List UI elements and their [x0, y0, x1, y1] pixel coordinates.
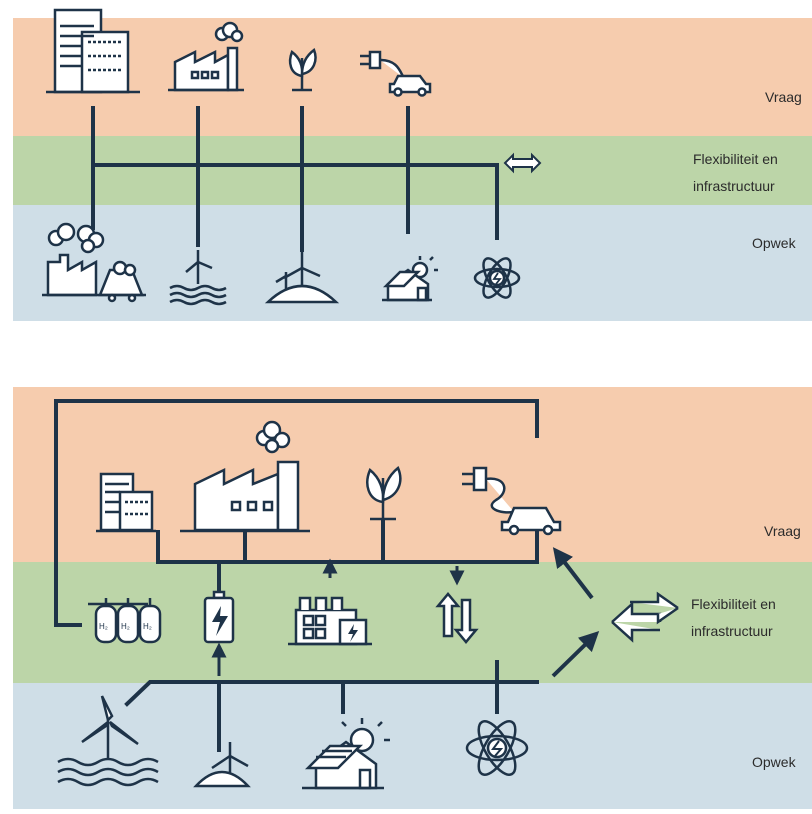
- factory-icon: [168, 21, 244, 92]
- h2-label: H₂: [99, 622, 108, 631]
- double-arrow-icon: [611, 591, 679, 643]
- top-grid-lines: [91, 106, 499, 252]
- bottom-generation-band: [13, 683, 812, 809]
- office-buildings-icon: [46, 8, 140, 94]
- plug-car-icon: [462, 466, 562, 536]
- bottom-demand-band: [13, 387, 812, 562]
- solar-house-icon: [302, 718, 390, 790]
- bottom-grid-lines: [54, 399, 539, 752]
- bottom-panel: H₂ H₂ H₂: [13, 387, 812, 809]
- factory-icon: [180, 420, 310, 533]
- bottom-arrows: [211, 547, 600, 678]
- offshore-wind-icon: [169, 250, 227, 306]
- nuclear-atom-icon: [465, 720, 529, 776]
- top-generation-band: [13, 205, 812, 321]
- top-panel: Vraag Flexibiliteit en infrastructuur Op…: [13, 8, 812, 321]
- h2-label: H₂: [121, 622, 130, 631]
- plant-icon: [288, 48, 317, 92]
- up-down-arrows-icon: [435, 592, 479, 644]
- smart-factory-icon: [288, 596, 372, 646]
- battery-icon: [203, 590, 235, 644]
- bottom-flex-label-line1: Flexibiliteit en: [691, 596, 776, 612]
- onshore-wind-icon: [193, 742, 251, 788]
- top-flex-label-line1: Flexibiliteit en: [693, 151, 778, 167]
- solar-house-icon: [382, 256, 438, 302]
- top-flex-band: [13, 136, 812, 205]
- offshore-wind-icon: [57, 695, 159, 787]
- nuclear-atom-icon: [473, 257, 521, 299]
- top-flex-label-line2: infrastructuur: [693, 178, 775, 194]
- onshore-wind-icon: [264, 250, 340, 304]
- bottom-demand-label: Vraag: [764, 523, 801, 539]
- h2-label: H₂: [143, 622, 152, 631]
- plug-car-icon: [360, 50, 432, 97]
- hydrogen-tanks-icon: H₂ H₂ H₂: [88, 598, 162, 644]
- double-arrow-icon: [503, 152, 542, 174]
- plant-icon: [366, 465, 402, 521]
- office-buildings-icon: [96, 472, 156, 533]
- top-generation-label: Opwek: [752, 235, 797, 251]
- bottom-generation-label: Opwek: [752, 754, 797, 770]
- bottom-flex-label-line2: infrastructuur: [691, 623, 773, 639]
- coal-plant-icon: [42, 222, 146, 303]
- top-demand-label: Vraag: [765, 89, 802, 105]
